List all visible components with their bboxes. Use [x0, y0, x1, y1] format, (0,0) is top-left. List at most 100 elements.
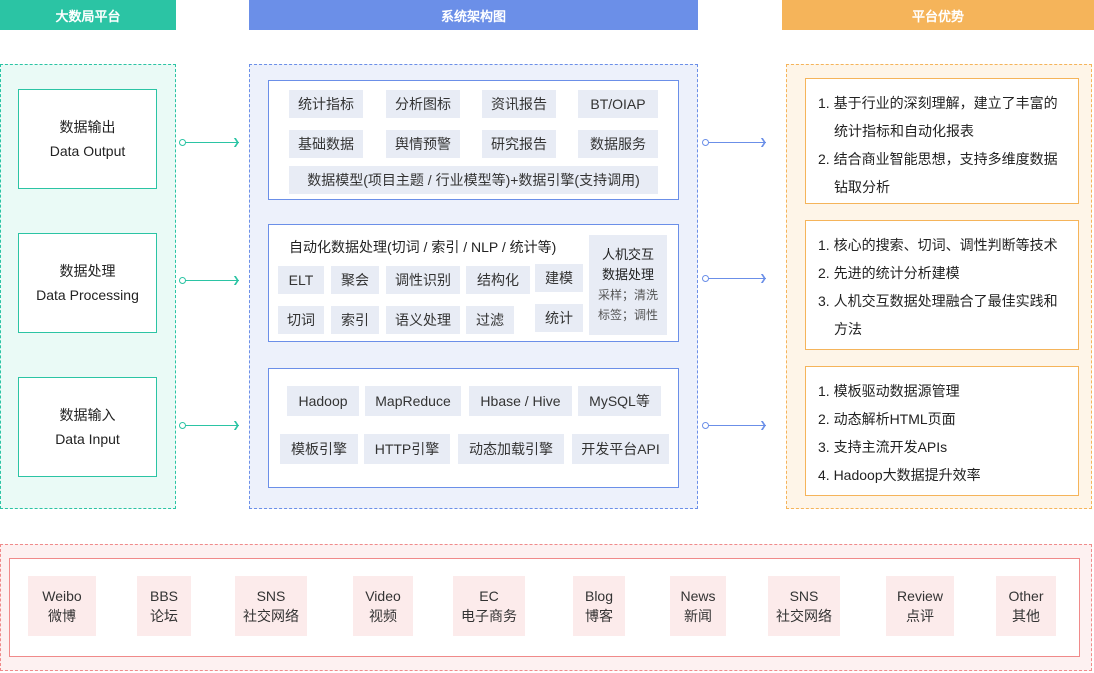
connector-processing-right: ❯: [702, 274, 767, 283]
input-chip: MapReduce: [365, 386, 461, 416]
processing-chip: 统计: [535, 304, 583, 332]
input-chip: 模板引擎: [280, 434, 358, 464]
connector-dot-icon: [702, 139, 709, 146]
source-cn: 电子商务: [461, 608, 517, 624]
source-en: Blog: [584, 588, 614, 604]
output-chip: 基础数据: [289, 130, 363, 158]
processing-chip: 结构化: [466, 266, 530, 294]
advantage-item: 3. 支持主流开发APIs: [818, 439, 948, 455]
connector-dot-icon: [179, 277, 186, 284]
data-model-chip: 数据模型(项目主题 / 行业模型等)+数据引擎(支持调用): [289, 166, 658, 194]
processing-chip: 索引: [331, 306, 379, 334]
input-chip: HTTP引擎: [364, 434, 450, 464]
data-processing-cn: 数据处理: [59, 263, 116, 279]
source-cn: 新闻: [684, 608, 712, 624]
processing-chip: 过滤: [466, 306, 514, 334]
processing-chip: 聚会: [331, 266, 379, 294]
source-sns-2: SNS 社交网络: [768, 576, 840, 636]
source-cn: 点评: [906, 608, 934, 624]
advantage-item: 1. 基于行业的深刻理解，建立了丰富的统计指标和自动化报表: [818, 95, 1058, 139]
source-ec: EC 电子商务: [453, 576, 525, 636]
data-output-en: Data Output: [49, 143, 126, 159]
source-cn: 社交网络: [243, 608, 299, 624]
advantage-item: 2. 动态解析HTML页面: [818, 411, 956, 427]
output-chip: 分析图标: [386, 90, 460, 118]
output-chip: 研究报告: [482, 130, 556, 158]
source-bbs: BBS 论坛: [137, 576, 191, 636]
connector-input-left: ❯: [179, 421, 240, 430]
processing-chip: 切词: [278, 306, 324, 334]
connector-dot-icon: [702, 275, 709, 282]
source-cn: 微博: [48, 608, 76, 624]
source-en: BBS: [149, 588, 178, 604]
advantage-item: 4. Hadoop大数据提升效率: [818, 467, 981, 483]
source-en: Weibo: [42, 588, 82, 604]
source-en: SNS: [256, 588, 286, 604]
input-chip: Hadoop: [287, 386, 359, 416]
source-en: SNS: [789, 588, 819, 604]
source-news: News 新闻: [670, 576, 726, 636]
source-en: Review: [897, 588, 943, 604]
source-review: Review 点评: [886, 576, 954, 636]
output-chip: 舆情预警: [386, 130, 460, 158]
output-chip: 资讯报告: [482, 90, 556, 118]
source-blog: Blog 博客: [573, 576, 625, 636]
hci-sub-1: 采样；清洗: [597, 288, 658, 302]
source-cn: 论坛: [150, 608, 178, 624]
advantage-item: 2. 先进的统计分析建模: [818, 265, 960, 281]
processing-layer-box: 自动化数据处理(切词 / 索引 / NLP / 统计等) ELT 聚会 调性识别…: [268, 224, 679, 342]
hci-sub-2: 标签；调性: [597, 308, 658, 322]
connector-dot-icon: [179, 422, 186, 429]
connector-processing-left: ❯: [179, 276, 240, 285]
source-sns: SNS 社交网络: [235, 576, 307, 636]
advantage-box-processing: 1. 核心的搜索、切词、调性判断等技术 2. 先进的统计分析建模 3. 人机交互…: [805, 220, 1079, 350]
data-processing-card: 数据处理 Data Processing: [18, 233, 157, 333]
source-weibo: Weibo 微博: [28, 576, 96, 636]
source-en: News: [680, 588, 716, 604]
connector-output-left: ❯: [179, 138, 240, 147]
output-chip: BT/OIAP: [578, 90, 658, 118]
output-chip: 统计指标: [289, 90, 363, 118]
input-chip: Hbase / Hive: [469, 386, 572, 416]
connector-dot-icon: [702, 422, 709, 429]
source-en: EC: [479, 588, 499, 604]
data-output-cn: 数据输出: [59, 119, 116, 135]
input-layer-box: Hadoop MapReduce Hbase / Hive MySQL等 模板引…: [268, 368, 679, 488]
data-input-card: 数据输入 Data Input: [18, 377, 157, 477]
advantage-box-input: 1. 模板驱动数据源管理 2. 动态解析HTML页面 3. 支持主流开发APIs…: [805, 366, 1079, 496]
advantage-item: 1. 核心的搜索、切词、调性判断等技术: [818, 237, 1058, 253]
architecture-header: 系统架构图: [249, 0, 698, 30]
source-cn: 博客: [585, 608, 613, 624]
arrow-right-icon: ❯: [759, 273, 767, 283]
connector-dot-icon: [179, 139, 186, 146]
hci-processing-chip: 人机交互 数据处理 采样；清洗 标签；调性: [589, 235, 667, 335]
advantage-item: 3. 人机交互数据处理融合了最佳实践和方法: [818, 293, 1058, 337]
source-en: Video: [365, 588, 401, 604]
hci-title-2: 数据处理: [601, 267, 654, 282]
advantages-header: 平台优势: [782, 0, 1094, 30]
hci-title-1: 人机交互: [601, 247, 654, 262]
processing-chip: 调性识别: [386, 266, 460, 294]
data-input-en: Data Input: [55, 431, 120, 447]
connector-output-right: ❯: [702, 138, 767, 147]
output-layer-box: 统计指标 分析图标 资讯报告 BT/OIAP 基础数据 舆情预警 研究报告 数据…: [268, 80, 679, 200]
source-cn: 社交网络: [776, 608, 832, 624]
output-chip: 数据服务: [578, 130, 658, 158]
processing-chip: 建模: [535, 264, 583, 292]
input-chip: 动态加载引擎: [458, 434, 564, 464]
source-cn: 其他: [1012, 608, 1040, 624]
platform-header: 大数局平台: [0, 0, 176, 30]
advantage-item: 1. 模板驱动数据源管理: [818, 383, 960, 399]
processing-title: 自动化数据处理(切词 / 索引 / NLP / 统计等): [289, 239, 557, 255]
processing-chip: 语义处理: [386, 306, 460, 334]
advantage-item: 2. 结合商业智能思想，支持多维度数据钻取分析: [818, 151, 1058, 195]
input-chip: MySQL等: [578, 386, 661, 416]
arrow-right-icon: ❯: [759, 137, 767, 147]
advantage-box-output: 1. 基于行业的深刻理解，建立了丰富的统计指标和自动化报表 2. 结合商业智能思…: [805, 78, 1079, 204]
arrow-right-icon: ❯: [232, 275, 240, 285]
processing-chip: ELT: [278, 266, 324, 294]
data-input-cn: 数据输入: [59, 407, 116, 423]
